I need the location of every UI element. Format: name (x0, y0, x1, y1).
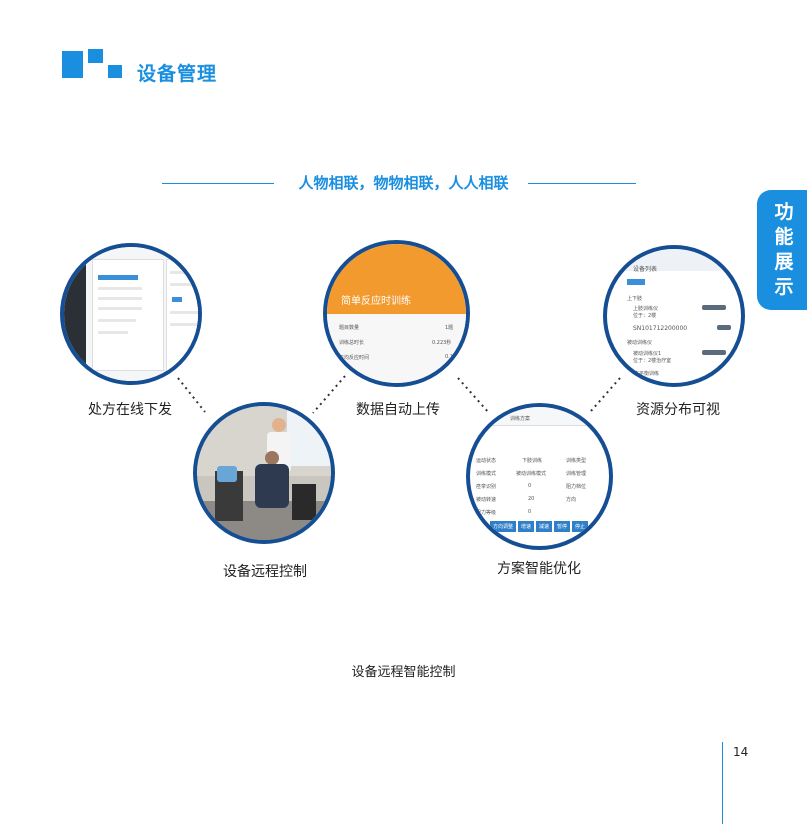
label-optimize: 方案智能优化 (497, 561, 581, 577)
optimize-cell: 训练类型 (566, 458, 587, 464)
label-resources: 资源分布可视 (636, 402, 720, 418)
upload-screenshot: 简单反应时训练 题目数量 1题 训练总时长 0.223秒 平均反应时间 0.1 (323, 240, 470, 387)
prescription-screenshot (60, 243, 202, 385)
resources-title: 设备列表 (633, 266, 658, 273)
remote-control-photo (193, 402, 335, 544)
resources-screenshot: 设备列表 上下肢 上肢训练仪 位于：2楼 SN101712200000 被动训练… (603, 245, 745, 387)
label-prescription: 处方在线下发 (88, 402, 172, 418)
page-number-divider (722, 742, 723, 824)
upload-row-label: 题目数量 (339, 325, 360, 331)
page-title: 设备管理 (137, 63, 218, 85)
side-tab-label: 功 能 展 示 (774, 201, 794, 298)
logo-square-1 (62, 51, 83, 78)
optimize-screenshot: 训练方案 运动状态 下肢训练 训练类型 训练模式 被动训练模式 训练管理 痉挛识… (466, 403, 613, 550)
slogan: 人物相联，物物相联，人人相联 (298, 174, 509, 192)
resources-device: 上肢训练仪 (633, 306, 659, 312)
upload-row-value: 0.1 (445, 354, 453, 360)
optimize-cell: 训练管理 (566, 471, 587, 477)
slogan-line-left (162, 183, 274, 184)
optimize-cell: 0 (528, 509, 532, 515)
resources-device: 被动训练仪1 (633, 351, 662, 357)
slogan-line-right (528, 183, 636, 184)
resources-group: 被动训练仪 (627, 340, 653, 346)
upload-row-label: 训练总时长 (339, 340, 365, 346)
optimize-cell: 下肢训练 (522, 458, 543, 464)
speed-up-button[interactable]: 增速 (518, 521, 535, 532)
label-upload: 数据自动上传 (356, 402, 440, 418)
optimize-cell: 方向 (566, 497, 577, 503)
label-remote: 设备远程控制 (223, 564, 307, 580)
resources-serial: SN101712200000 (633, 325, 688, 332)
direction-button[interactable]: 方向调整 (490, 521, 517, 532)
optimize-cell: 20 (528, 496, 535, 502)
pause-button[interactable]: 暂停 (554, 521, 571, 532)
upload-row-value: 1题 (445, 325, 454, 331)
upload-row-value: 0.223秒 (432, 340, 452, 346)
optimize-cell: 被动训练模式 (516, 471, 547, 477)
resources-footer: 动态平衡训练 (629, 371, 660, 377)
stop-button[interactable]: 停止 (572, 521, 589, 532)
page-number: 14 (733, 745, 749, 759)
upload-row-label: 平均反应时间 (339, 355, 370, 361)
optimize-cell: 痉挛识别 (476, 484, 497, 490)
optimize-cell: 被动转速 (476, 497, 497, 503)
caption: 设备远程智能控制 (351, 665, 456, 680)
resources-device-sub: 位于：2楼治疗室 (633, 358, 672, 364)
optimize-cell: 训练模式 (476, 471, 497, 477)
resources-group: 上下肢 (627, 296, 643, 302)
side-tab[interactable] (757, 190, 807, 310)
upload-header: 简单反应时训练 (341, 296, 411, 307)
logo-square-2 (88, 49, 103, 63)
optimize-cell: 阻力档位 (566, 484, 587, 490)
logo-square-3 (108, 65, 122, 78)
optimize-cell: 运动状态 (476, 458, 497, 464)
optimize-title: 训练方案 (510, 416, 531, 422)
optimize-cell: 0 (528, 483, 532, 489)
speed-down-button[interactable]: 减速 (536, 521, 553, 532)
resources-device-sub: 位于：2楼 (633, 313, 657, 319)
optimize-cell: 阻力等级 (476, 510, 497, 516)
